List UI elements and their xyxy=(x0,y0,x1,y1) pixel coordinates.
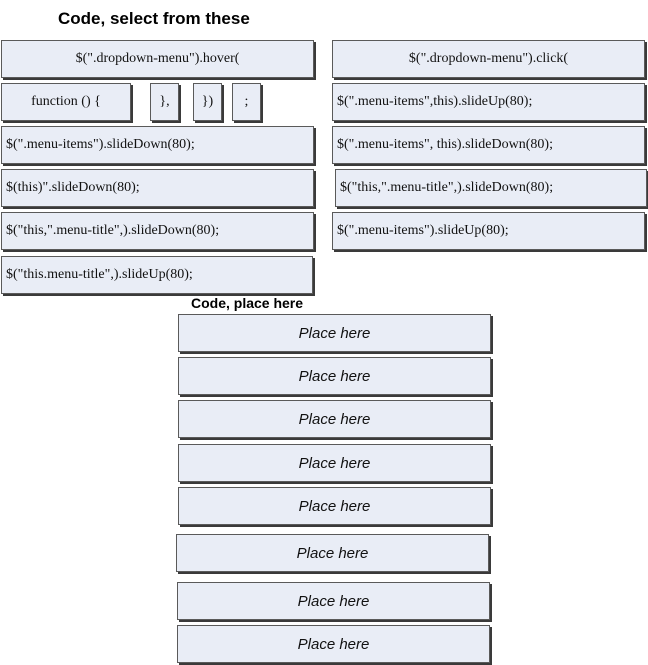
drop-slot-1[interactable]: Place here xyxy=(178,314,491,352)
code-tile-menu-items-this-slideup[interactable]: $(".menu-items",this).slideUp(80); xyxy=(332,83,645,121)
drop-slot-8[interactable]: Place here xyxy=(177,625,490,663)
place-heading: Code, place here xyxy=(191,295,304,311)
code-tile-brace-paren[interactable]: }) xyxy=(193,83,222,121)
code-tile-menu-items-this-slidedown[interactable]: $(".menu-items", this).slideDown(80); xyxy=(332,126,645,164)
drop-slot-2[interactable]: Place here xyxy=(178,357,491,395)
code-tile-function-open[interactable]: function () { xyxy=(1,83,131,121)
drop-slot-4[interactable]: Place here xyxy=(178,444,491,482)
code-tile-this-slidedown[interactable]: $(this)".slideDown(80); xyxy=(1,169,314,207)
code-tile-dropdown-hover[interactable]: $(".dropdown-menu").hover( xyxy=(1,40,314,78)
code-tile-dropdown-click[interactable]: $(".dropdown-menu").click( xyxy=(332,40,645,78)
code-tile-menu-items-slideup[interactable]: $(".menu-items").slideUp(80); xyxy=(332,212,645,250)
drop-slot-5[interactable]: Place here xyxy=(178,487,491,525)
code-tile-this-menu-title-slideup[interactable]: $("this.menu-title",).slideUp(80); xyxy=(1,256,313,294)
drop-slot-7[interactable]: Place here xyxy=(177,582,490,620)
drop-slot-6[interactable]: Place here xyxy=(176,534,489,572)
code-tile-menu-items-slidedown[interactable]: $(".menu-items").slideDown(80); xyxy=(1,126,314,164)
code-tile-semicolon[interactable]: ; xyxy=(232,83,261,121)
drop-slot-3[interactable]: Place here xyxy=(178,400,491,438)
code-tile-this-menu-title-slidedown-left[interactable]: $("this,".menu-title",).slideDown(80); xyxy=(1,212,314,250)
code-tile-brace-comma[interactable]: }, xyxy=(150,83,179,121)
code-tile-this-menu-title-slidedown-right[interactable]: $("this,".menu-title",).slideDown(80); xyxy=(335,169,647,207)
select-heading: Code, select from these xyxy=(58,9,250,28)
